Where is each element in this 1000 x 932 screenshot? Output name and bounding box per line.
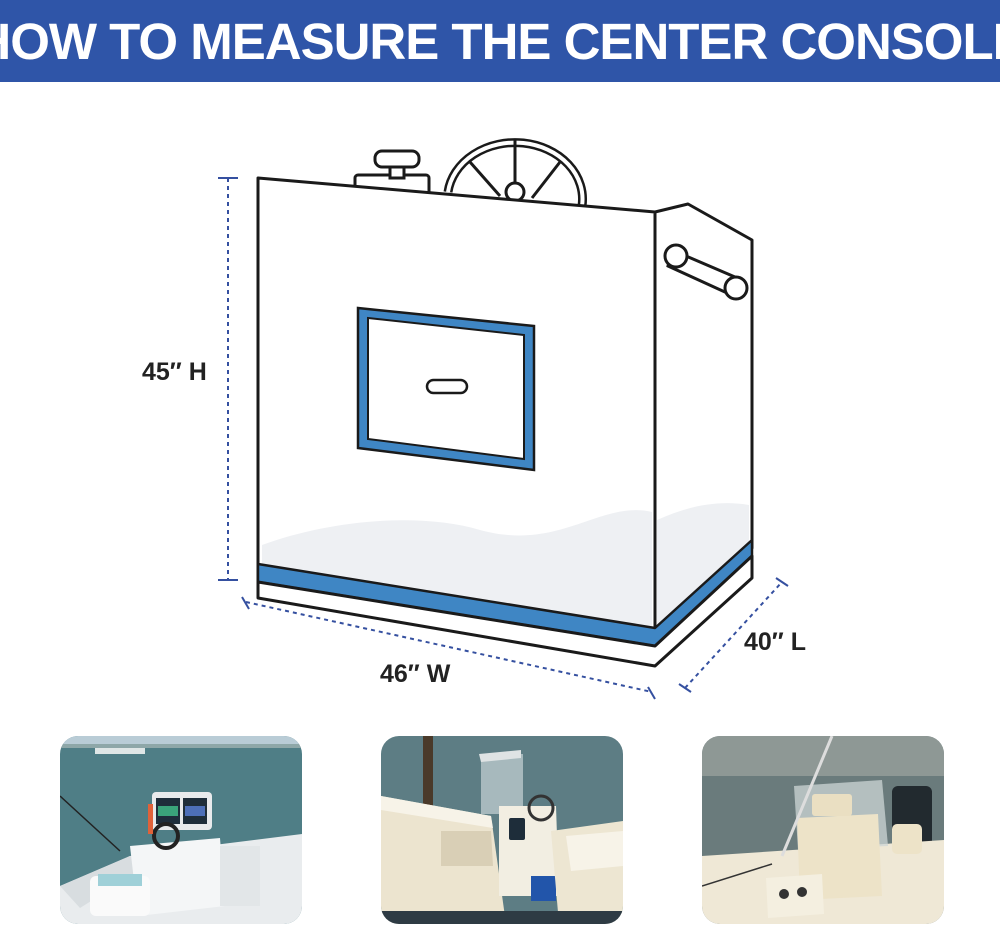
length-dimension-line: [678, 577, 789, 693]
boat-console-photo-1: [60, 736, 302, 924]
door-handle-icon: [425, 378, 469, 395]
length-label: 40″ L: [744, 628, 806, 656]
height-dimension-line: [218, 177, 238, 581]
title-banner: HOW TO MEASURE THE CENTER CONSOLE: [0, 0, 1000, 82]
boat-console-photo-3: [702, 736, 944, 924]
width-label: 46″ W: [380, 660, 451, 688]
boat-console-photo-2: [381, 736, 623, 924]
height-label: 45″ H: [142, 358, 207, 386]
console-diagram: 45″ H 46″ W 40″ L: [0, 82, 1000, 722]
throttle-knob-icon: [353, 149, 431, 197]
access-door: [356, 306, 536, 472]
steering-wheel-icon: [443, 138, 588, 207]
page-title: HOW TO MEASURE THE CENTER CONSOLE: [0, 12, 1000, 70]
grab-rail-icon: [663, 243, 749, 301]
console-cover-illustration: [218, 138, 789, 700]
width-dimension-line: [241, 596, 656, 700]
